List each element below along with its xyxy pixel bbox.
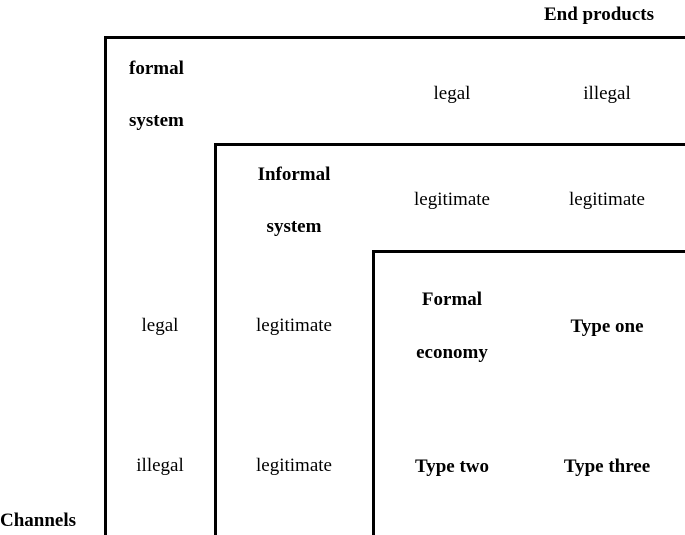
type-one-cell: Type one: [570, 316, 644, 337]
illegal-channel-informal-cell: legitimate: [256, 455, 332, 476]
middle-box-left-border: [214, 143, 217, 535]
legal-channel-row-label: legal: [141, 315, 179, 336]
formal-economy-title-line2: economy: [416, 342, 488, 363]
type-two-cell: Type two: [414, 456, 490, 477]
illegal-channel-row-label: illegal: [136, 455, 184, 476]
informal-illegal-column-label: legitimate: [569, 189, 645, 210]
inner-box-left-border: [372, 250, 375, 535]
informal-system-title-line2: system: [266, 216, 322, 237]
outer-box-top-border: [104, 36, 685, 39]
middle-box-top-border: [214, 143, 685, 146]
formal-legal-column-label: legal: [433, 83, 471, 104]
channels-label: Channels: [0, 510, 77, 531]
formal-system-title-line2: system: [129, 110, 184, 131]
formal-economy-title-line1: Formal: [421, 289, 483, 310]
outer-box-left-border: [104, 36, 107, 535]
inner-box-top-border: [372, 250, 685, 253]
type-three-cell: Type three: [563, 456, 651, 477]
formal-illegal-column-label: illegal: [583, 83, 631, 104]
informal-legal-column-label: legitimate: [414, 189, 490, 210]
formal-system-title-line1: formal: [129, 58, 184, 79]
informal-system-title-line1: Informal: [257, 164, 331, 185]
end-products-label: End products: [544, 4, 655, 25]
legal-channel-informal-cell: legitimate: [256, 315, 332, 336]
